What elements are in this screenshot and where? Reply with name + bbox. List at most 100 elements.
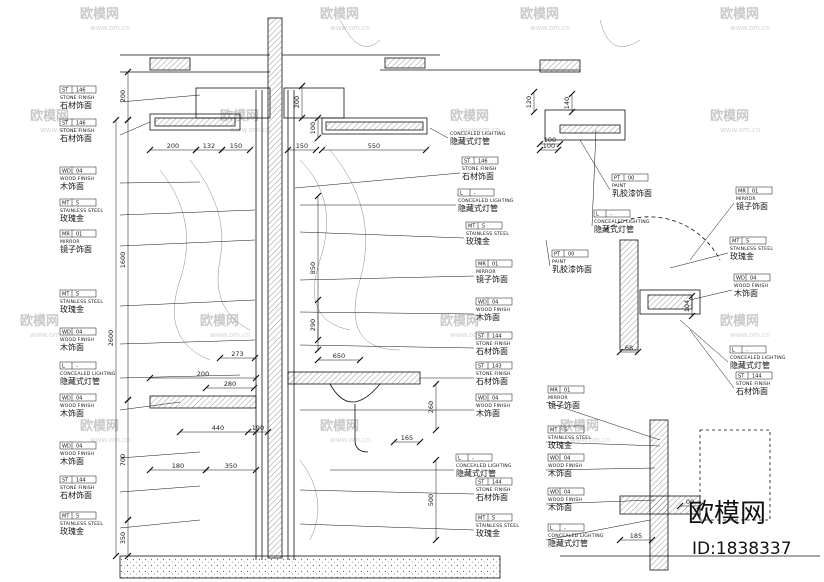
dimension-value: 150 (296, 142, 308, 150)
label-chinese: 隐藏式灯管 (594, 224, 634, 234)
label-number: 144 (492, 334, 502, 340)
label-chinese: 玫瑰金 (60, 213, 84, 223)
dimension-value: 2600 (107, 330, 115, 347)
label-number: 5 (564, 428, 567, 434)
watermark-site: www.om.cn (460, 126, 500, 134)
label-english: WOOD FINISH (734, 283, 768, 289)
label-tag-box (59, 361, 97, 370)
label-tag-box (551, 249, 589, 258)
label-english: CONCEALED LIGHTING (730, 355, 786, 361)
label-number: - (472, 456, 474, 462)
label-chinese: 石材饰面 (60, 490, 92, 500)
label-number: 04 (564, 490, 570, 496)
label-chinese: 镜子饰面 (60, 244, 92, 254)
label-code: L (460, 191, 463, 197)
label-code: WD (736, 276, 745, 282)
label-code: MT (62, 292, 70, 298)
watermark-site: www.om.cn (30, 331, 70, 339)
watermark-logo-text: 欧模网 (688, 499, 766, 529)
label-chinese: 玫瑰金 (466, 236, 490, 246)
dimension-value: 850 (309, 262, 317, 274)
label-code: MR (738, 189, 746, 195)
label-tag-box (729, 236, 767, 245)
label-tag-box (59, 229, 97, 238)
dimension-value: 140 (563, 97, 571, 109)
label-code: MR (478, 262, 486, 268)
label-english: CONCEALED LIGHTING (458, 198, 514, 204)
label-chinese: 玫瑰金 (548, 440, 572, 450)
dimension-value: 190 (252, 424, 264, 432)
label-code: MT (732, 239, 740, 245)
label-number: 04 (564, 456, 570, 462)
watermark-site: www.om.cn (330, 436, 370, 444)
label-number: - (564, 526, 566, 532)
label-number: 00 (628, 176, 634, 182)
watermark-site: www.om.cn (720, 126, 760, 134)
label-tag-box (547, 487, 585, 496)
label-code: ST (62, 478, 69, 484)
label-tag-box (59, 289, 97, 298)
label-tag-box (59, 475, 97, 484)
label-chinese: 隐藏式灯管 (60, 376, 100, 386)
label-code: L (458, 456, 461, 462)
watermark-brand: 欧模网 (200, 313, 239, 329)
label-english: CONCEALED LIGHTING (548, 533, 604, 539)
label-number: 04 (492, 300, 498, 306)
label-code: WD (478, 300, 487, 306)
dimension-value: 100 (543, 142, 555, 150)
watermark-brand: 欧模网 (30, 108, 69, 124)
label-english: STAINLESS STEEL (466, 231, 509, 237)
label-chinese: 玫瑰金 (60, 526, 84, 536)
label-number: - (76, 364, 78, 370)
label-tag-box (593, 209, 631, 218)
label-tag-box (59, 393, 97, 402)
label-chinese: 木饰面 (548, 468, 572, 478)
label-code: ST (464, 159, 471, 165)
label-english: WOOD FINISH (476, 307, 510, 313)
watermark-site: www.om.cn (570, 436, 610, 444)
label-number: 144 (76, 478, 86, 484)
label-number: - (746, 348, 748, 354)
label-tag-box (475, 477, 513, 486)
dimension-value: 650 (333, 352, 345, 360)
dimension-value: 120 (525, 96, 533, 108)
dimension-value: 350 (225, 462, 237, 470)
dimension-value: 700 (119, 454, 127, 466)
label-tag-box (59, 166, 97, 175)
label-english: WOOD FINISH (60, 403, 94, 409)
label-number: 5 (76, 292, 79, 298)
label-number: 5 (746, 239, 749, 245)
label-number: 5 (76, 514, 79, 520)
dimension-value: 550 (368, 142, 380, 150)
label-tag-box (547, 453, 585, 462)
label-chinese: 木饰面 (60, 181, 84, 191)
label-code: WD (62, 330, 71, 336)
watermark-brand: 欧模网 (320, 6, 359, 22)
label-english: CONCEALED LIGHTING (60, 371, 116, 377)
label-english: CONCEALED LIGHTING (450, 131, 506, 137)
label-chinese: 玫瑰金 (730, 251, 754, 261)
dimension-value: 200 (197, 370, 209, 378)
watermark-brand: 欧模网 (450, 108, 489, 124)
dimension-lines: 2001600260070035020010012085029026050020… (107, 68, 704, 560)
label-code: MR (550, 388, 558, 394)
label-english: CONCEALED LIGHTING (456, 463, 512, 469)
label-tag-box (59, 85, 97, 94)
label-chinese: 石材饰面 (462, 171, 494, 181)
label-code: ST (478, 334, 485, 340)
label-number: - (474, 191, 476, 197)
